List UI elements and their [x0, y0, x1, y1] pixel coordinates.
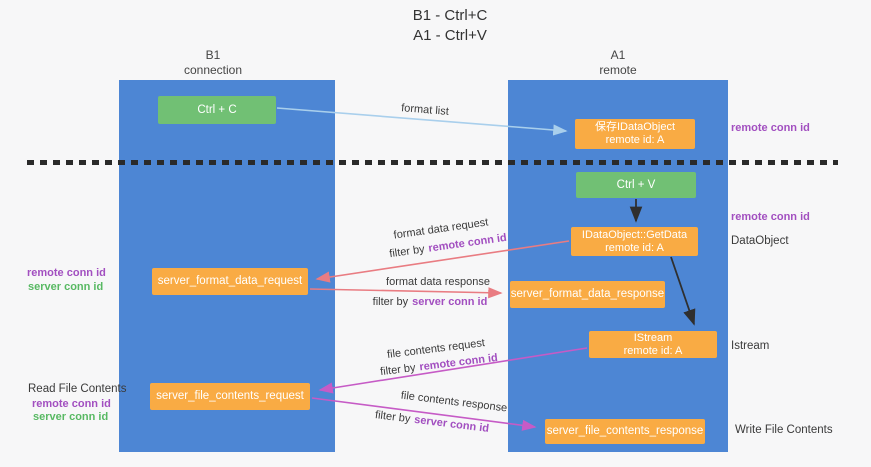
idataobject-getdata-box: IDataObject::GetData remote id: A [571, 227, 698, 256]
getdata-line2: remote id: A [605, 241, 664, 254]
istream-box: IStream remote id: A [589, 331, 717, 358]
file-contents-response-arrow-label: file contents response [400, 389, 508, 415]
column-header-b1: B1 connection [105, 48, 321, 78]
dataobject-label: DataObject [731, 235, 789, 247]
getdata-line1: IDataObject::GetData [581, 228, 688, 241]
column-b1-subtitle: connection [183, 63, 243, 77]
write-file-contents-label: Write File Contents [735, 424, 833, 436]
server-file-contents-request-label: server_file_contents_request [156, 390, 304, 402]
column-header-a1: A1 remote [508, 48, 728, 78]
filter-by-text: filter by [374, 409, 412, 426]
server-format-data-request-label: server_format_data_request [157, 275, 303, 287]
ctrl-c-label: Ctrl + C [197, 104, 237, 116]
remote-conn-id-label-mid: remote conn id [731, 211, 810, 223]
filter-by-text: filter by [379, 361, 417, 379]
format-list-arrow-label: format list [400, 102, 450, 118]
remote-conn-id-label-top: remote conn id [731, 122, 810, 134]
istream-side-label: Istream [731, 340, 770, 352]
column-a1-name: A1 [610, 48, 626, 62]
format-data-response-arrow-label: format data response [386, 276, 490, 288]
server-format-data-response-box: server_format_data_response [510, 281, 665, 308]
istream-line1: IStream [633, 331, 673, 344]
format-server-conn-id-label: server conn id [28, 281, 104, 293]
server-format-data-response-label: server_format_data_response [510, 288, 665, 300]
save-idataobject-box: 保存IDataObject remote id: A [575, 119, 695, 149]
ctrl-v-box: Ctrl + V [576, 172, 696, 198]
format-remote-conn-id-label: remote conn id [27, 267, 106, 279]
title-line-2: A1 - Ctrl+V [413, 27, 487, 44]
title-line-1: B1 - Ctrl+C [412, 7, 488, 24]
istream-line2: remote id: A [623, 344, 683, 357]
server-file-contents-request-box: server_file_contents_request [150, 383, 310, 410]
read-file-contents-label: Read File Contents [28, 383, 127, 395]
file-server-conn-id-label: server conn id [33, 411, 109, 423]
diagram-title: B1 - Ctrl+C A1 - Ctrl+V [330, 6, 570, 46]
file-remote-conn-id-label: remote conn id [32, 398, 111, 410]
server-file-contents-response-box: server_file_contents_response [545, 419, 705, 444]
ctrl-v-label: Ctrl + V [616, 179, 656, 191]
save-idataobject-line1: 保存IDataObject [594, 121, 676, 133]
filter-by-text: filter by [372, 296, 409, 308]
format-data-response-arrow [309, 287, 503, 299]
phase-separator-line [27, 160, 838, 165]
column-a1-subtitle: remote [599, 63, 637, 77]
filter-server-conn-id-text: server conn id [412, 296, 488, 308]
filter-by-text: filter by [388, 243, 426, 261]
column-b1-name: B1 [205, 48, 221, 62]
save-idataobject-line2: remote id: A [605, 134, 665, 146]
ctrl-c-box: Ctrl + C [158, 96, 276, 124]
server-file-contents-response-label: server_file_contents_response [546, 425, 704, 437]
server-format-data-request-box: server_format_data_request [152, 268, 308, 295]
filter-server-conn-id-text: server conn id [413, 413, 490, 435]
